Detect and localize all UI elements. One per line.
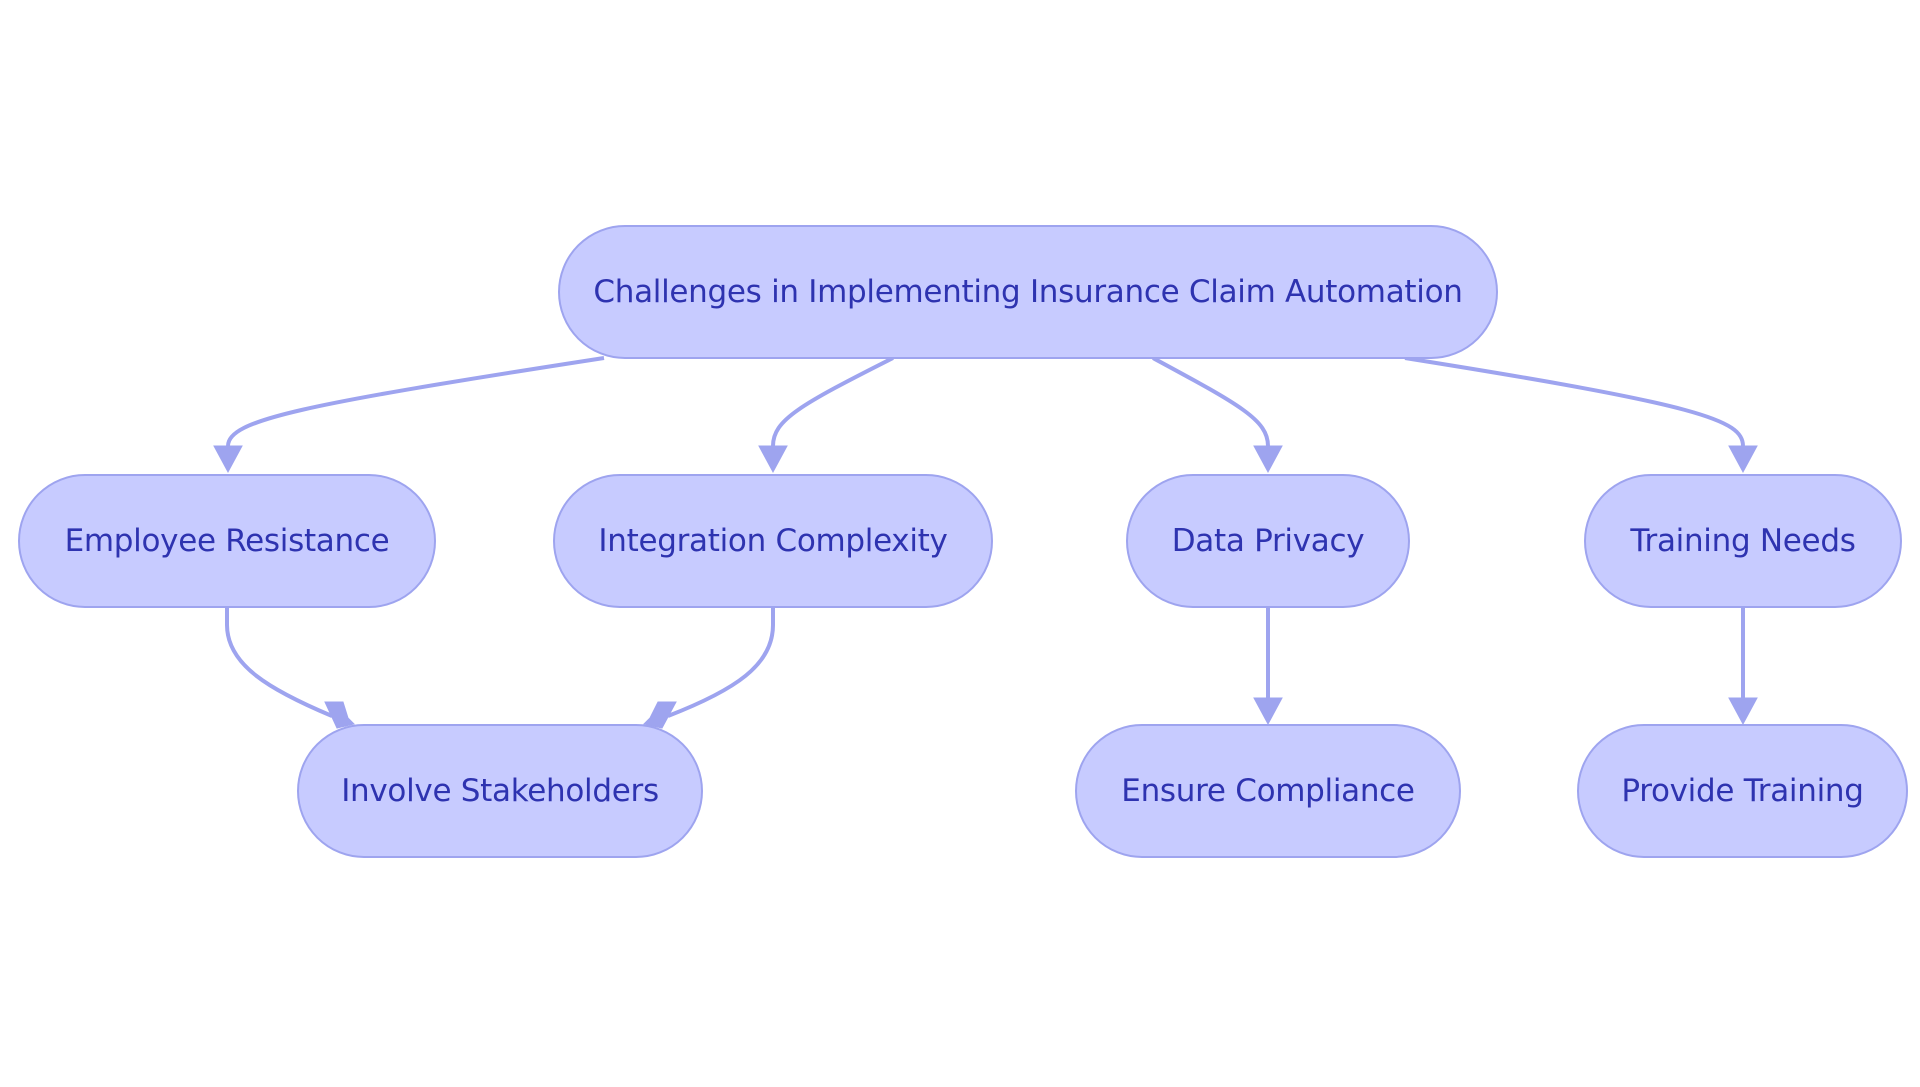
node-root: Challenges in Implementing Insurance Cla…	[558, 225, 1498, 359]
edge-root-integration-complexity	[771, 356, 894, 447]
arrowhead-integration-complexity	[758, 445, 788, 474]
edge-root-data-privacy	[1152, 356, 1270, 447]
arrowhead-ensure-compliance	[1253, 697, 1283, 726]
node-provide-training-label: Provide Training	[1621, 773, 1864, 809]
arrowhead-provide-training	[1728, 697, 1758, 726]
node-employee-resistance-label: Employee Resistance	[64, 523, 390, 559]
node-ensure-compliance-label: Ensure Compliance	[1121, 773, 1415, 809]
edge-root-training-needs	[1404, 356, 1745, 447]
arrowhead-employee-resistance	[213, 445, 243, 474]
node-involve-stakeholders-label: Involve Stakeholders	[341, 773, 659, 809]
edge-integration-complexity-involve-stakeholders	[667, 608, 775, 718]
node-data-privacy-label: Data Privacy	[1171, 523, 1365, 559]
node-data-privacy: Data Privacy	[1126, 474, 1410, 608]
arrowhead-involve-stakeholders-left	[324, 701, 355, 729]
arrowhead-involve-stakeholders-right	[643, 701, 677, 729]
node-root-label: Challenges in Implementing Insurance Cla…	[593, 274, 1463, 310]
node-ensure-compliance: Ensure Compliance	[1075, 724, 1461, 858]
node-employee-resistance: Employee Resistance	[18, 474, 436, 608]
node-integration-complexity-label: Integration Complexity	[598, 523, 948, 559]
node-training-needs: Training Needs	[1584, 474, 1902, 608]
arrowhead-training-needs	[1728, 445, 1758, 474]
node-involve-stakeholders: Involve Stakeholders	[297, 724, 703, 858]
edge-employee-resistance-involve-stakeholders	[225, 608, 333, 718]
arrowhead-data-privacy	[1253, 445, 1283, 474]
node-training-needs-label: Training Needs	[1630, 523, 1856, 559]
node-provide-training: Provide Training	[1577, 724, 1908, 858]
edge-root-employee-resistance	[226, 356, 605, 447]
node-integration-complexity: Integration Complexity	[553, 474, 993, 608]
